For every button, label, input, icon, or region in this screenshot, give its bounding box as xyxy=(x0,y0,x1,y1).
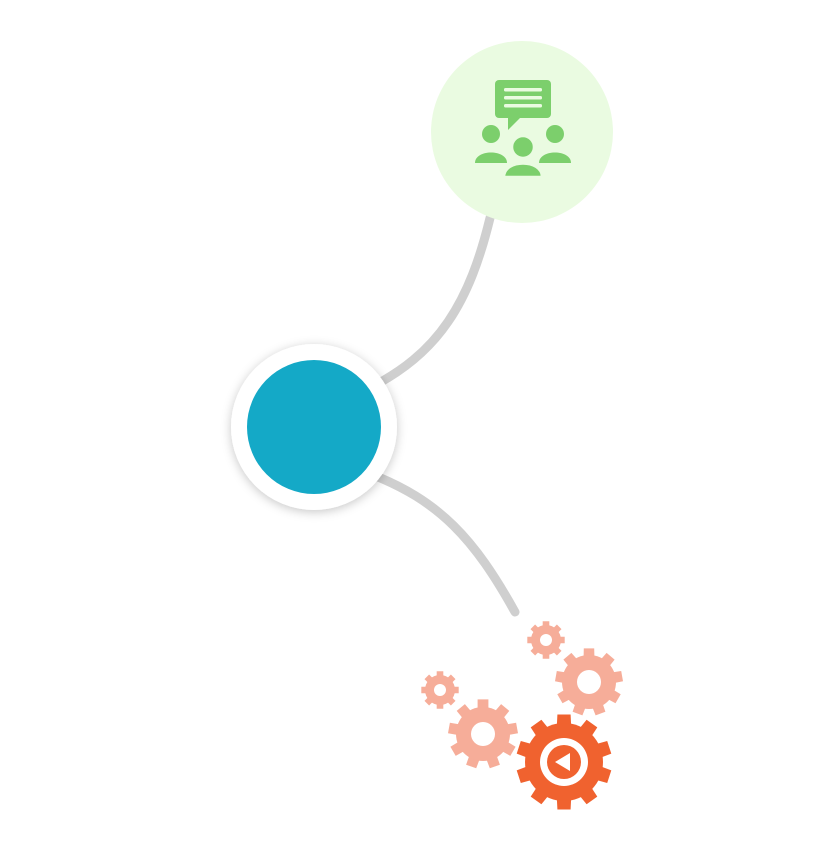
connector-hub-to-team xyxy=(360,213,495,395)
small-gear-top-icon xyxy=(527,621,565,659)
team-chat-icon xyxy=(475,80,571,179)
play-triangle-icon xyxy=(555,753,570,771)
gears-play-icon xyxy=(421,621,623,810)
hub-node xyxy=(231,344,397,510)
main-gear-icon xyxy=(516,714,612,810)
connector-hub-to-gears xyxy=(363,468,520,617)
gear-left-icon xyxy=(448,699,518,769)
team-node xyxy=(431,41,613,223)
small-gear-left-icon xyxy=(421,671,459,709)
gear-right-icon xyxy=(555,648,623,716)
